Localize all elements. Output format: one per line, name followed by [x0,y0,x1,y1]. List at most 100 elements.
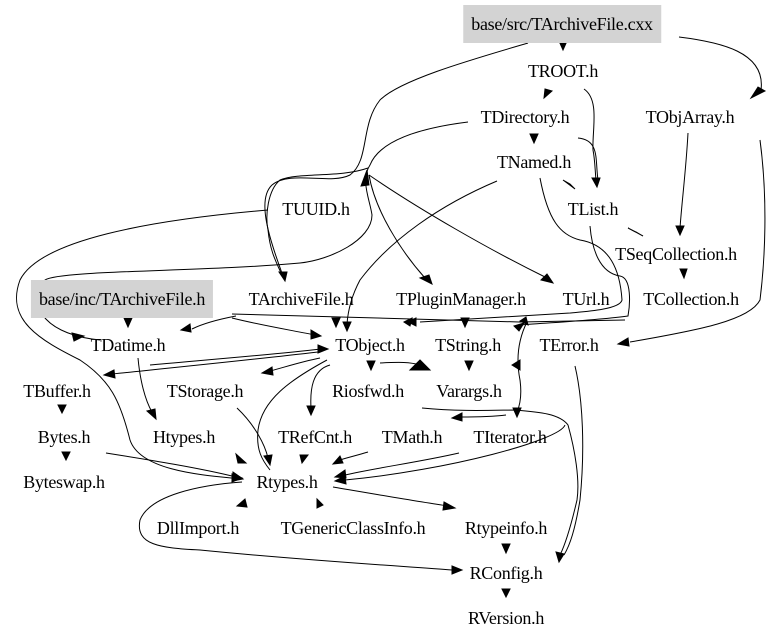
arrowhead [562,179,576,190]
node-titerator[interactable]: TIterator.h [473,427,547,447]
edge [111,351,319,375]
node-tgenericclassinfo[interactable]: TGenericClassInfo.h [280,518,426,538]
edge [368,174,546,278]
node-htypes[interactable]: Htypes.h [152,427,216,447]
arrowhead [675,225,685,237]
arrowhead [460,317,470,329]
node-tstorage[interactable]: TStorage.h [166,381,244,401]
arrowhead [235,452,248,464]
arrowhead [260,366,274,376]
node-tarchivefile[interactable]: TArchiveFile.h [248,289,354,309]
edge [344,424,566,481]
arrowhead [235,498,248,508]
node-tmath[interactable]: TMath.h [381,427,443,447]
edge [421,407,579,556]
arrowhead [331,455,344,465]
edge [191,315,237,330]
node-riosfwd[interactable]: Riosfwd.h [332,381,404,401]
arrowhead [333,469,347,479]
edge [344,452,460,476]
node-turl[interactable]: TUrl.h [562,289,610,309]
edge [332,486,449,507]
arrowhead [529,133,539,145]
node-rconfig[interactable]: RConfig.h [469,563,543,583]
arrowhead [61,451,71,462]
edge [368,174,426,279]
node-rversion[interactable]: RVersion.h [467,608,545,628]
arrowhead [278,271,288,283]
arrowhead [342,321,352,333]
node-archivefile-cxx[interactable]: base/src/TArchiveFile.cxx [463,5,661,43]
arrowhead [57,404,67,415]
arrowhead [501,543,511,555]
node-terror[interactable]: TError.h [539,335,599,355]
arrowhead [123,317,133,329]
arrowhead [501,588,511,599]
node-troot[interactable]: TROOT.h [527,61,599,81]
edge [137,357,153,413]
node-archivefile-inc[interactable]: base/inc/TArchiveFile.h [30,280,214,318]
arrowhead [360,169,370,187]
arrowhead [749,86,767,100]
node-tobject[interactable]: TObject.h [335,335,405,355]
arrowhead [306,405,316,417]
node-tstring[interactable]: TString.h [435,335,501,355]
arrowhead [511,359,521,371]
arrowhead [464,360,474,372]
arrowhead [540,273,555,284]
arrowhead [679,268,688,280]
edge [583,88,597,181]
node-bytes[interactable]: Bytes.h [37,427,91,447]
edge [149,348,322,366]
edge [563,365,584,556]
node-tbuffer[interactable]: TBuffer.h [23,381,91,401]
arrowhead [179,323,192,333]
arrowhead [555,551,565,564]
arrowhead [299,454,309,465]
node-tnamed[interactable]: TNamed.h [496,152,572,172]
edge [264,42,529,277]
node-tdirectory[interactable]: TDirectory.h [480,107,570,127]
arrowhead [513,322,526,332]
arrowhead [450,412,463,422]
edge [346,180,498,325]
edge [459,414,507,418]
edge [678,36,762,91]
node-rtypeinfo[interactable]: Rtypeinfo.h [464,518,548,538]
edge [105,452,237,478]
edge [269,357,321,372]
arrowhead [403,317,413,327]
arrowhead [408,359,432,371]
node-tlist[interactable]: TList.h [567,199,619,219]
node-tobjarray[interactable]: TObjArray.h [645,107,735,127]
edge [629,139,766,343]
node-varargs[interactable]: Varargs.h [436,381,502,401]
node-tpluginmanager[interactable]: TPluginManager.h [396,289,526,309]
arrowhead [316,497,324,509]
node-trefcnt[interactable]: TRefCnt.h [278,427,352,447]
arrowhead [310,329,323,340]
node-byteswap[interactable]: Byteswap.h [23,472,105,492]
node-tcollection[interactable]: TCollection.h [643,289,739,309]
arrowhead [263,454,273,467]
edge [266,167,369,276]
edge [577,137,599,181]
edge [679,132,689,229]
node-dllimport[interactable]: DllImport.h [156,518,240,538]
node-rtypes[interactable]: Rtypes.h [256,472,318,492]
arrowhead [231,471,245,482]
node-tseqcollection[interactable]: TSeqCollection.h [615,244,737,264]
edge [379,361,421,366]
arrowhead [442,501,457,511]
arrowhead [331,317,341,329]
node-tuuid[interactable]: TUUID.h [282,199,350,219]
edge [516,321,528,413]
arrowhead [591,177,601,189]
edge [519,225,631,326]
node-tdatime[interactable]: TDatime.h [90,335,166,355]
arrowhead [543,88,554,100]
arrowhead [451,565,464,575]
arrowhead [317,344,330,354]
